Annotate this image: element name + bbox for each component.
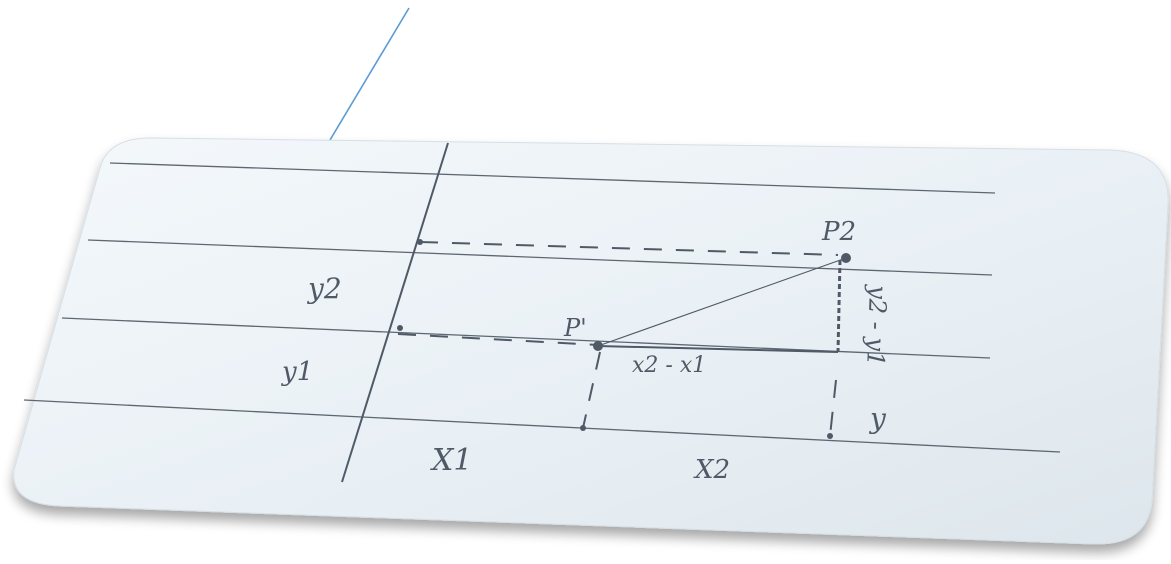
dx-label: x2 - x1 (632, 353, 706, 378)
point-2-label: P2 (821, 217, 856, 247)
y1-label: y1 (281, 357, 313, 387)
x1-label: X1 (430, 443, 472, 478)
point-markers (397, 239, 851, 439)
y-tick-label: y (868, 402, 887, 435)
y-axis (341, 142, 449, 483)
dy-label: y2 - y1 (861, 284, 892, 367)
point-1-label: P' (563, 314, 587, 342)
triangle (597, 257, 847, 353)
dashed-guides (397, 241, 839, 437)
y2-label: y2 (306, 272, 342, 305)
pointer-line (329, 7, 410, 141)
x2-label: X2 (693, 455, 730, 485)
